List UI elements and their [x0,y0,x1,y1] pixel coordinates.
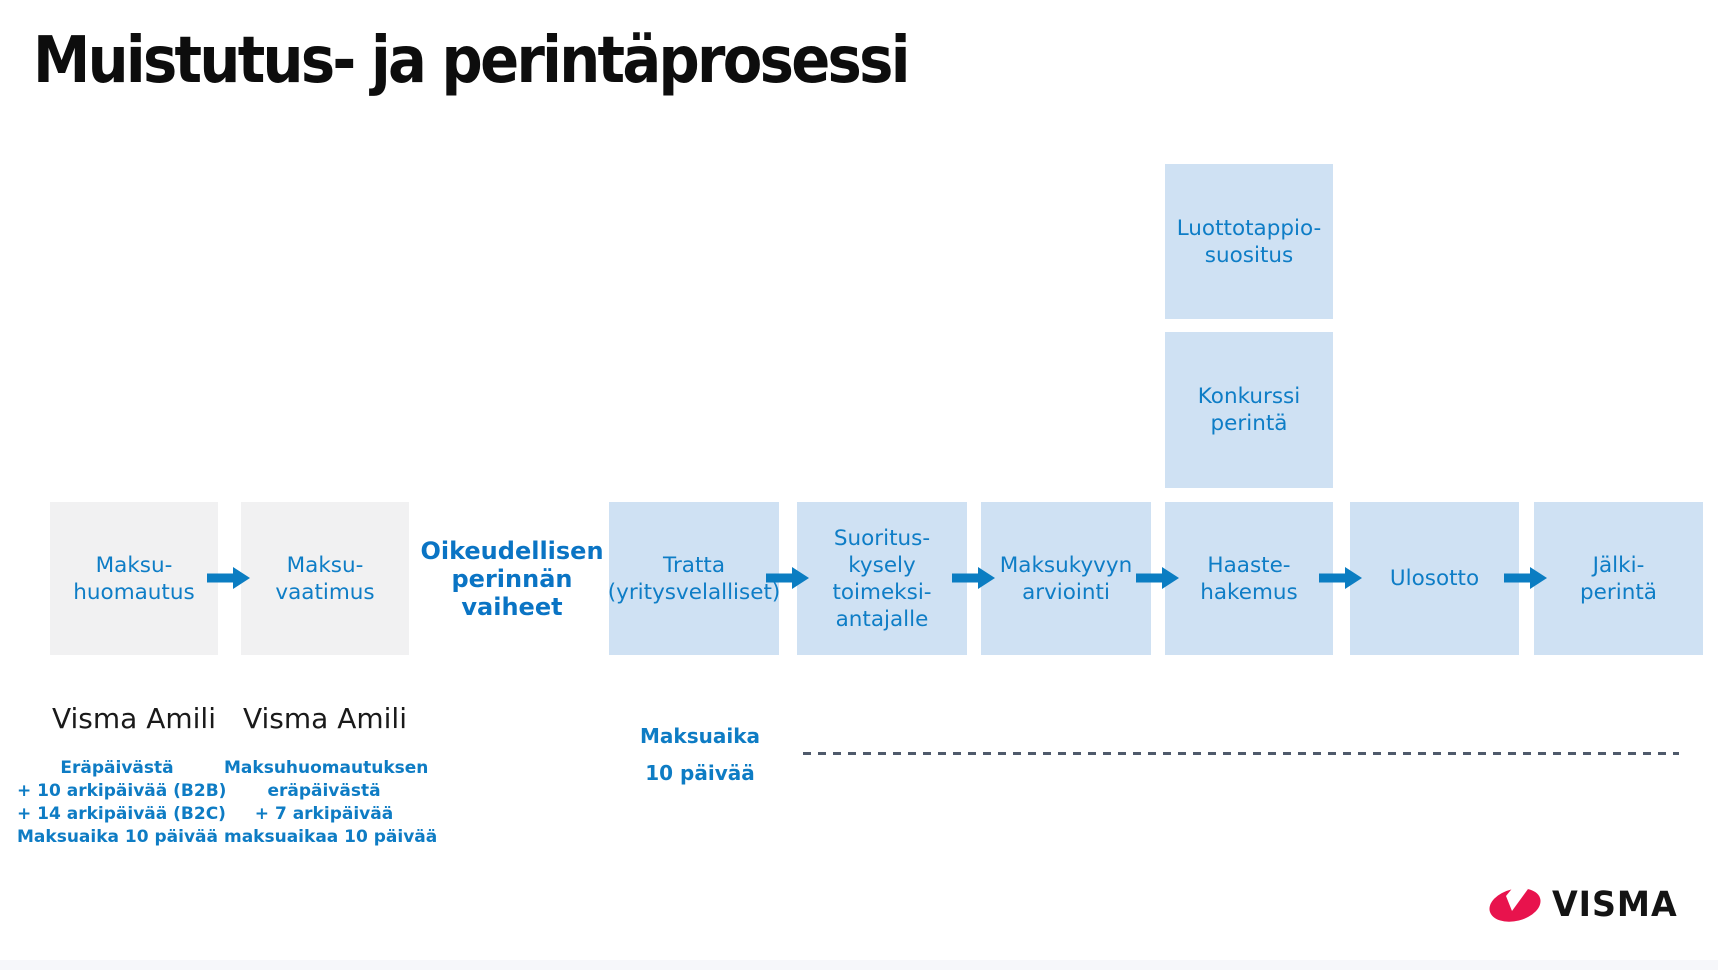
process-box-label: Maksukyvyn arviointi [1000,552,1133,606]
box-label-line: vaatimus [275,579,375,605]
process-box-ulosotto: Ulosotto [1350,502,1519,655]
flow-arrow-icon [207,567,250,589]
box-label-line: toimeksi- [832,579,932,605]
box-label-line: huomautus [73,579,195,605]
process-box-luottotappiosuositus: Luottotappio- suositus [1165,164,1333,319]
box-label-line: Suoritus- [833,525,931,551]
process-box-konkurssiperinta: Konkurssi perintä [1165,332,1333,488]
box-label-line: antajalle [835,606,929,632]
process-box-label: Maksu- huomautus [73,552,194,606]
note-line: + 14 arkipäivää (B2C) [17,804,226,824]
box-label-line: Maksukyvyn [999,552,1133,578]
visma-swoosh-icon [1489,885,1541,922]
box-label-line: Jälki- [1592,552,1645,578]
note-line: + 7 arkipäivää [254,804,394,824]
box-label-line: arviointi [1022,579,1110,605]
process-box-label: Haaste- hakemus [1200,552,1298,606]
note-line: Maksuaika [640,724,760,748]
flow-arrow-icon [766,567,809,589]
process-box-label: Tratta (yritysvelalliset) [608,552,781,606]
note-line: + 10 arkipäivää (B2B) [17,781,227,801]
box-label-line: perintä [1210,411,1288,436]
process-box-label: Ulosotto [1390,565,1479,592]
box-label-line: perintä [1580,579,1657,605]
timeline-dashed-line [803,752,1679,755]
note-line: Eräpäivästä [60,758,174,778]
note-line: maksuaikaa 10 päivää [224,827,438,847]
note-line: eräpäivästä [267,781,381,801]
amili-label-2: Visma Amili [242,702,407,735]
label-line: Oikeudellisen [420,537,604,565]
bottom-page-strip [0,960,1718,970]
flow-arrow-icon [1319,567,1362,589]
process-box-label: Maksu- vaatimus [275,552,374,606]
payment-term-note: Maksuaika 10 päivää [600,718,800,792]
note-line: Maksuhuomautuksen [224,758,429,778]
process-box-label: Suoritus- kysely toimeksi- antajalle [832,525,931,633]
visma-logo: VISMA [1488,884,1684,926]
box-label-line: Luottotappio- [1176,215,1322,241]
visma-wordmark: VISMA [1552,885,1678,925]
process-box-jalkiperinta: Jälki- perintä [1534,502,1703,655]
note-line: 10 päivää [645,761,755,785]
process-box-label: Konkurssi perintä [1198,383,1300,437]
process-box-maksukyvyn-arviointi: Maksukyvyn arviointi [981,502,1151,655]
label-line: vaiheet [461,593,563,621]
box-label-line: Maksu- [95,552,173,578]
flow-arrow-icon [1504,567,1547,589]
process-box-label: Jälki- perintä [1580,552,1657,606]
box-label-line: (yritysvelalliset) [607,579,781,605]
box-label-line: Konkurssi [1197,384,1301,409]
label-line: perinnän [451,565,573,593]
amili-note-2: Maksuhuomautuksen eräpäivästä + 7 arkipä… [224,757,438,849]
amili-label-1: Visma Amili [51,702,216,735]
flow-arrow-icon [1136,567,1179,589]
box-label-line: kysely [848,552,916,578]
process-box-suorituskysely: Suoritus- kysely toimeksi- antajalle [797,502,967,655]
box-label-line: hakemus [1200,579,1298,605]
process-box-haastehakemus: Haaste- hakemus [1165,502,1333,655]
process-box-maksuvaatimus: Maksu- vaatimus [241,502,409,655]
box-label-line: Maksu- [286,552,364,578]
box-label-line: suositus [1204,242,1294,268]
legal-collection-stages-label: Oikeudellisen perinnän vaiheet [406,537,618,621]
process-box-label: Luottotappio- suositus [1177,215,1322,269]
box-label-line: Haaste- [1207,552,1291,578]
process-box-maksuhuomautus: Maksu- huomautus [50,502,218,655]
process-box-tratta: Tratta (yritysvelalliset) [608,502,781,655]
flow-arrow-icon [952,567,995,589]
box-label-line: Tratta [662,552,726,578]
note-line: Maksuaika 10 päivää [17,827,218,847]
box-label-line: Ulosotto [1389,566,1480,591]
page-title: Muistutus- ja perintäprosessi [33,24,910,98]
amili-note-1: Eräpäivästä + 10 arkipäivää (B2B) + 14 a… [17,757,227,849]
